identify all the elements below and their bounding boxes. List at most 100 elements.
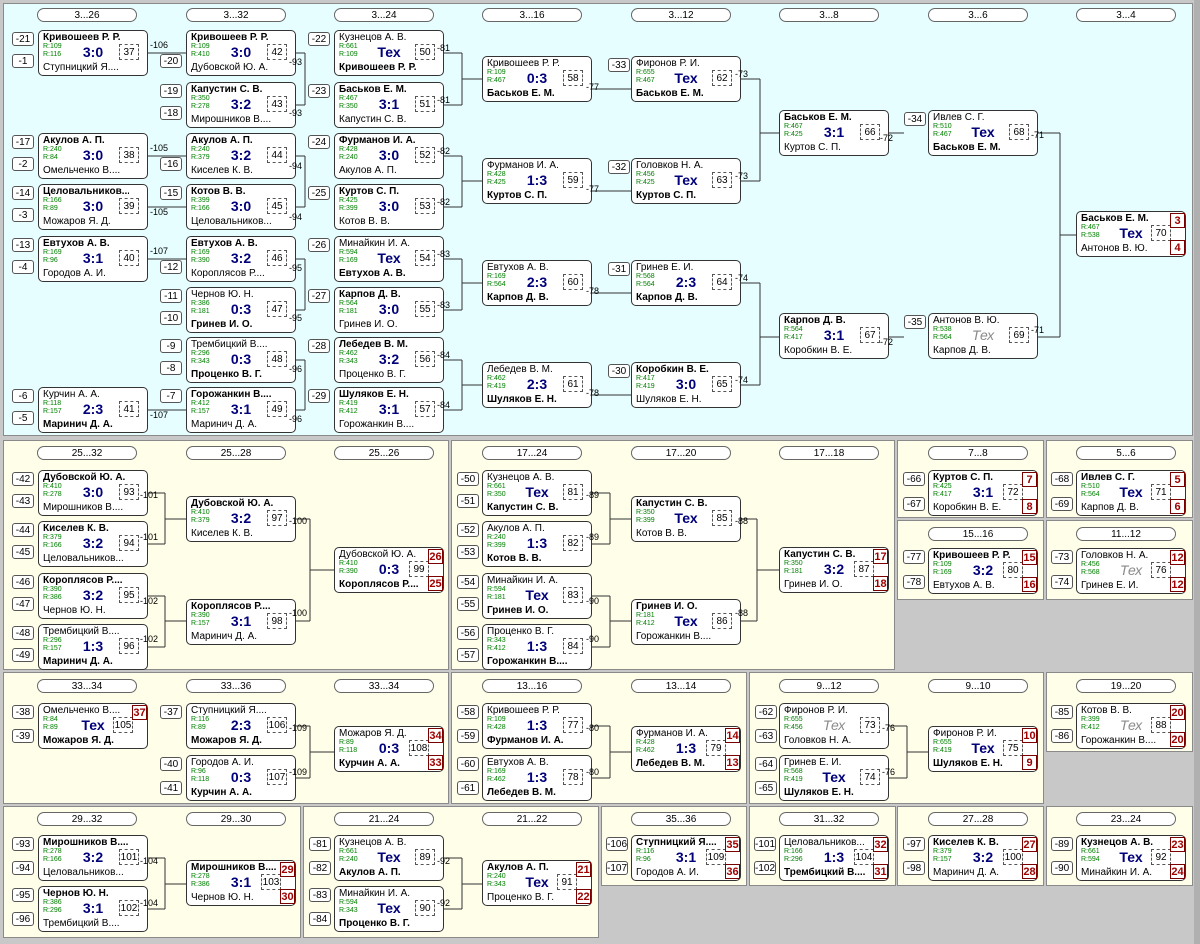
- player-bottom-rating: R:350: [487, 491, 506, 498]
- round-header: 29...32: [37, 812, 137, 826]
- match-number: 63: [712, 172, 732, 188]
- seed-box: -94: [12, 861, 34, 875]
- match-number: 86: [712, 613, 732, 629]
- player-top-name: Фурманов И. А.: [487, 160, 559, 171]
- seed-box: -18: [160, 106, 182, 120]
- player-top-rating: R:467: [784, 123, 803, 130]
- match-number: 70: [1151, 225, 1171, 241]
- player-bottom-rating: R:157: [191, 408, 210, 415]
- player-bottom-name: Акулов А. П.: [339, 165, 397, 176]
- match-number: 68: [1009, 124, 1029, 140]
- player-top-name: Мирошников В....: [191, 862, 277, 873]
- player-top-name: Акулов А. П.: [191, 135, 253, 146]
- player-top-name: Проценко В. Г.: [487, 626, 555, 637]
- match-score: Тех: [971, 740, 995, 756]
- seed-box: -107: [606, 861, 628, 875]
- vertical-scrollbar[interactable]: [1194, 0, 1200, 944]
- player-top-name: Акулов А. П.: [487, 523, 545, 534]
- link-label: -105: [150, 143, 169, 153]
- match-score: 1:3: [526, 769, 548, 785]
- player-bottom-name: Минайкин И. А.: [1081, 867, 1153, 878]
- match-number: 50: [415, 44, 435, 60]
- player-bottom-name: Котов В. В.: [487, 553, 542, 564]
- seed-box: -56: [457, 626, 479, 640]
- seed-box: -58: [457, 705, 479, 719]
- seed-box: -47: [12, 597, 34, 611]
